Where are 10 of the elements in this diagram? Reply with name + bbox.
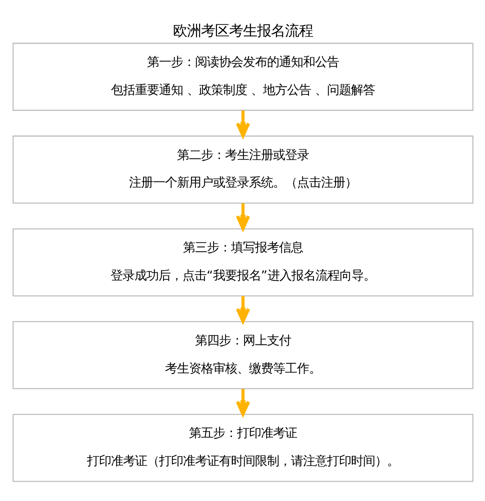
arrow [235,203,250,230]
node-box: 第一步：阅读协会发布的通知和公告 包括重要通知 、政策制度 、地方公告 、问题解答 [12,42,473,111]
arrow [235,110,250,138]
node-box: 第四步：网上支付 考生资格审核、缴费等工作。 [12,321,473,390]
arrow [235,388,250,416]
diagram-title: 欧洲考区考生报名流程 [172,23,312,40]
node-box: 第五步：打印准考证 打印准考证（打印准考证有时间限制，请注意打印时间）。 [12,414,473,482]
node-box: 第二步：考生注册或登录 注册一个新用户或登录系统。（点击注册） [12,136,473,204]
node-box: 第三步：填写报考信息 登录成功后，点击“我要报名”进入报名流程向导。 [12,228,473,296]
arrow [235,296,250,323]
